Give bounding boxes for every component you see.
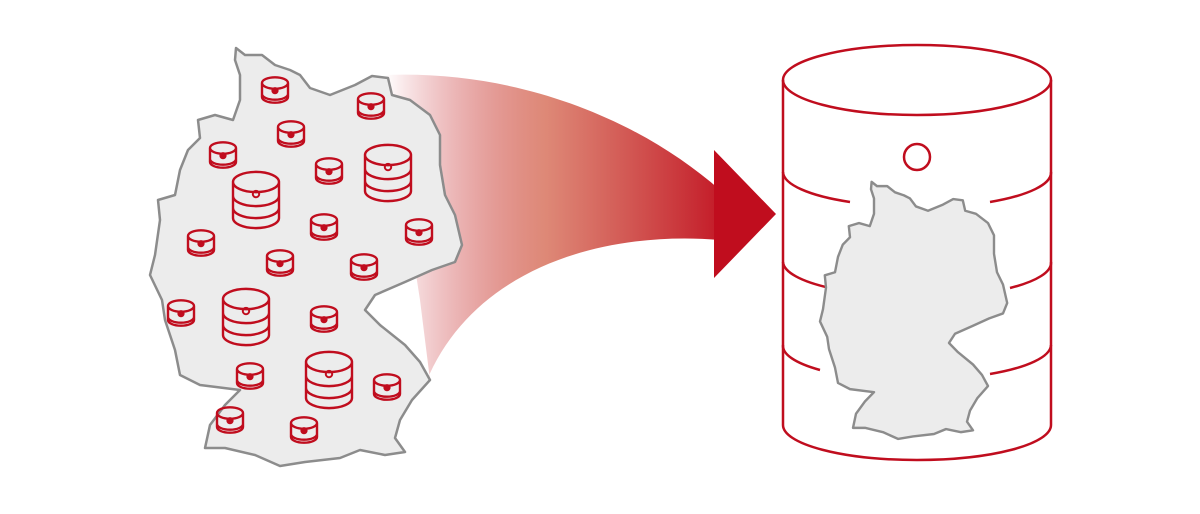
small-database-icon	[289, 416, 319, 444]
database-dot	[320, 316, 328, 324]
large-database-icon	[221, 287, 271, 347]
small-database-icon	[309, 305, 339, 333]
distributed-databases	[166, 76, 434, 444]
central-germany-map-icon	[818, 180, 1009, 441]
database-dot	[271, 87, 279, 95]
database-dot	[325, 168, 333, 176]
database-dot	[324, 369, 334, 379]
database-dot	[276, 260, 284, 268]
small-database-icon	[276, 120, 306, 148]
database-dot	[415, 229, 423, 237]
small-database-icon	[309, 213, 339, 241]
database-dot	[367, 103, 375, 111]
arrow-right-icon	[714, 150, 776, 278]
germany-map-icon	[148, 46, 464, 468]
database-dot	[251, 189, 261, 199]
database-dot	[383, 384, 391, 392]
database-dot	[219, 152, 227, 160]
small-database-icon	[215, 406, 245, 434]
small-database-icon	[208, 141, 238, 169]
small-database-icon	[349, 253, 379, 281]
database-dot	[360, 264, 368, 272]
large-database-icon	[304, 350, 354, 410]
small-database-icon	[372, 373, 402, 401]
large-database-icon	[231, 170, 281, 230]
database-dot	[300, 427, 308, 435]
database-dot	[241, 306, 251, 316]
database-dot	[383, 162, 393, 172]
database-dot	[197, 240, 205, 248]
small-database-icon	[314, 157, 344, 185]
small-database-icon	[356, 92, 386, 120]
small-database-icon	[260, 76, 290, 104]
transfer-arrow-band	[385, 74, 720, 385]
database-dot	[177, 310, 185, 318]
small-database-icon	[235, 362, 265, 390]
small-database-icon	[265, 249, 295, 277]
small-database-icon	[166, 299, 196, 327]
small-database-icon	[404, 218, 434, 246]
database-dot	[287, 131, 295, 139]
database-dot	[226, 417, 234, 425]
large-database-icon	[363, 143, 413, 203]
small-database-icon	[186, 229, 216, 257]
database-dot	[246, 373, 254, 381]
database-dot	[320, 224, 328, 232]
central-database-icon	[781, 43, 1053, 462]
